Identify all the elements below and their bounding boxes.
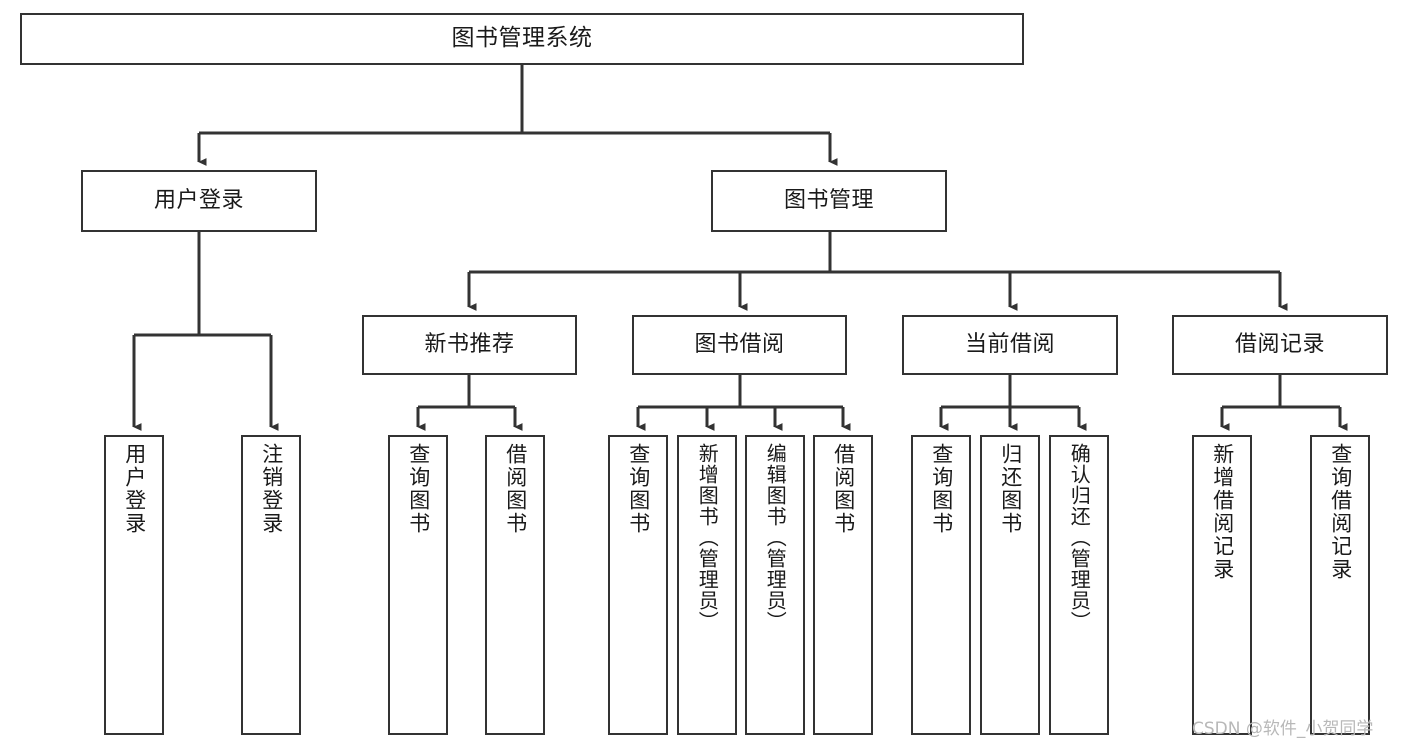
- csdn-watermark: CSDN @软件_小贺同学: [1192, 719, 1374, 739]
- node-current-borrow[interactable]: 当前借阅: [902, 315, 1118, 375]
- node-user-login[interactable]: 用户登录: [81, 170, 317, 232]
- node-label: 查询借阅记录: [1328, 443, 1353, 581]
- node-label: 新增图书（管理员）: [695, 443, 720, 632]
- node-leaf-add-record[interactable]: 新增借阅记录: [1192, 435, 1252, 735]
- node-leaf-query-book-3[interactable]: 查询图书: [911, 435, 971, 735]
- node-leaf-query-book-1[interactable]: 查询图书: [388, 435, 448, 735]
- node-label: 当前借阅: [964, 332, 1055, 358]
- node-label: 查询图书: [406, 443, 431, 535]
- node-root-book-management-system[interactable]: 图书管理系统: [20, 13, 1024, 65]
- node-label: 查询图书: [929, 443, 954, 535]
- node-borrow-record[interactable]: 借阅记录: [1172, 315, 1388, 375]
- node-label: 查询图书: [626, 443, 651, 535]
- node-leaf-query-record[interactable]: 查询借阅记录: [1310, 435, 1370, 735]
- node-leaf-query-book-2[interactable]: 查询图书: [608, 435, 668, 735]
- node-label: 新书推荐: [424, 332, 515, 358]
- node-label: 图书管理: [783, 188, 874, 214]
- node-leaf-confirm-return[interactable]: 确认归还（管理员）: [1049, 435, 1109, 735]
- node-label: 图书管理系统: [451, 25, 593, 52]
- node-label: 用户登录: [153, 188, 244, 214]
- node-book-management[interactable]: 图书管理: [711, 170, 947, 232]
- node-label: 图书借阅: [694, 332, 785, 358]
- node-label: 注销登录: [259, 443, 284, 535]
- node-label: 借阅图书: [831, 443, 856, 535]
- node-label: 借阅图书: [503, 443, 528, 535]
- node-book-borrow[interactable]: 图书借阅: [632, 315, 847, 375]
- node-leaf-edit-book[interactable]: 编辑图书（管理员）: [745, 435, 805, 735]
- node-leaf-return-book[interactable]: 归还图书: [980, 435, 1040, 735]
- node-leaf-borrow-book-1[interactable]: 借阅图书: [485, 435, 545, 735]
- node-leaf-add-book[interactable]: 新增图书（管理员）: [677, 435, 737, 735]
- node-new-book-recommend[interactable]: 新书推荐: [362, 315, 577, 375]
- node-leaf-logout[interactable]: 注销登录: [241, 435, 301, 735]
- node-label: 新增借阅记录: [1210, 443, 1235, 581]
- node-label: 编辑图书（管理员）: [763, 443, 788, 632]
- node-label: 用户登录: [122, 443, 147, 535]
- node-label: 借阅记录: [1234, 332, 1325, 358]
- node-label: 确认归还（管理员）: [1067, 443, 1092, 632]
- node-leaf-user-login[interactable]: 用户登录: [104, 435, 164, 735]
- node-label: 归还图书: [998, 443, 1023, 535]
- node-leaf-borrow-book-2[interactable]: 借阅图书: [813, 435, 873, 735]
